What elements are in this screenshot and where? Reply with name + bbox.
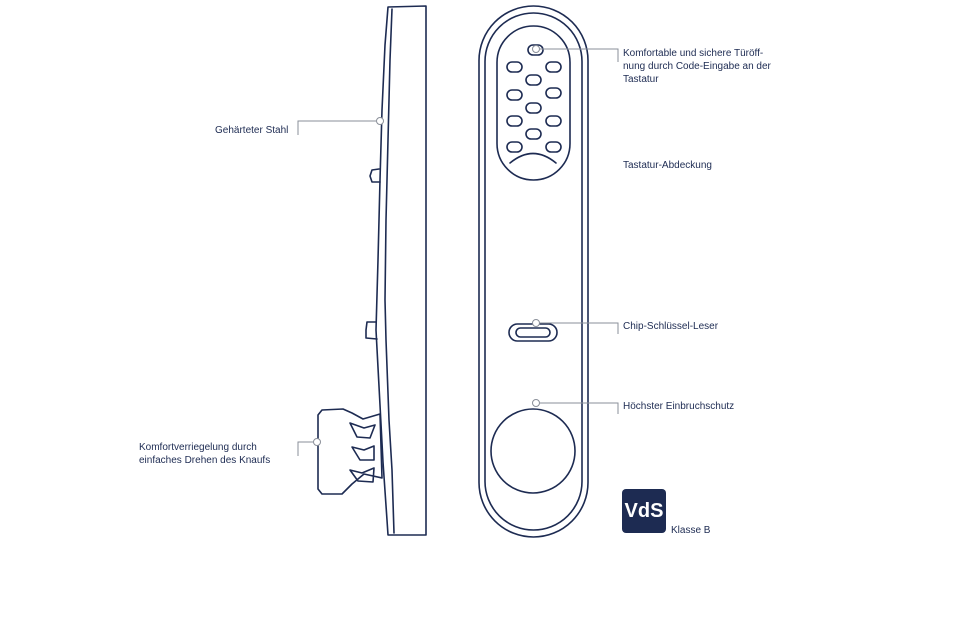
knob-fin-2 [351, 445, 375, 461]
leader-dot-chip [532, 319, 540, 327]
key [525, 102, 542, 114]
key [545, 141, 562, 153]
key [525, 74, 542, 86]
key [506, 115, 523, 127]
side-view-body [375, 5, 427, 536]
leader-dot-keypad [532, 45, 540, 53]
label-burglary-protection: Höchster Einbruchschutz [623, 401, 735, 412]
label-class: Klasse B [671, 525, 711, 536]
front-plate-inner [484, 12, 583, 531]
keypad-keys [506, 44, 562, 153]
leader-chip [540, 322, 619, 334]
front-plate-outer [478, 5, 589, 538]
knob [317, 408, 383, 495]
leader-steel [297, 120, 376, 135]
label-chip-reader: Chip-Schlüssel-Leser [623, 321, 719, 332]
side-view-protrusion-mid [365, 321, 378, 340]
cylinder [490, 408, 576, 494]
vds-logo: VdS [622, 489, 666, 533]
key [506, 61, 523, 73]
chip-reader-inner [515, 327, 551, 338]
key [506, 141, 523, 153]
keypad-cover [509, 152, 557, 164]
leader-protection [540, 402, 619, 414]
label-keypad-line3: Tastatur [623, 74, 659, 85]
leader-dot-steel [376, 117, 384, 125]
leader-keypad [540, 48, 619, 62]
key [527, 44, 544, 56]
side-view-protrusion-top [369, 168, 381, 183]
leader-dot-protection [532, 399, 540, 407]
key [545, 87, 562, 99]
label-keypad-line2: nung durch Code-Eingabe an der [623, 61, 771, 72]
leader-dot-knob [313, 438, 321, 446]
label-knob-line2: einfaches Drehen des Knaufs [139, 455, 271, 466]
knob-fin-3 [349, 467, 375, 483]
label-keypad-line1: Komfortable und sichere Türöff- [623, 48, 764, 59]
knob-fin-1 [349, 422, 376, 439]
key [545, 61, 562, 73]
label-hardened-steel: Gehärteter Stahl [215, 125, 289, 136]
key [506, 89, 523, 101]
key [545, 115, 562, 127]
label-knob-line1: Komfortverriegelung durch [139, 442, 257, 453]
side-view-inner-edge [384, 8, 395, 534]
key [525, 128, 542, 140]
keypad-surround [496, 25, 571, 181]
leader-knob [297, 441, 313, 456]
label-keypad-cover: Tastatur-Abdeckung [623, 160, 712, 171]
